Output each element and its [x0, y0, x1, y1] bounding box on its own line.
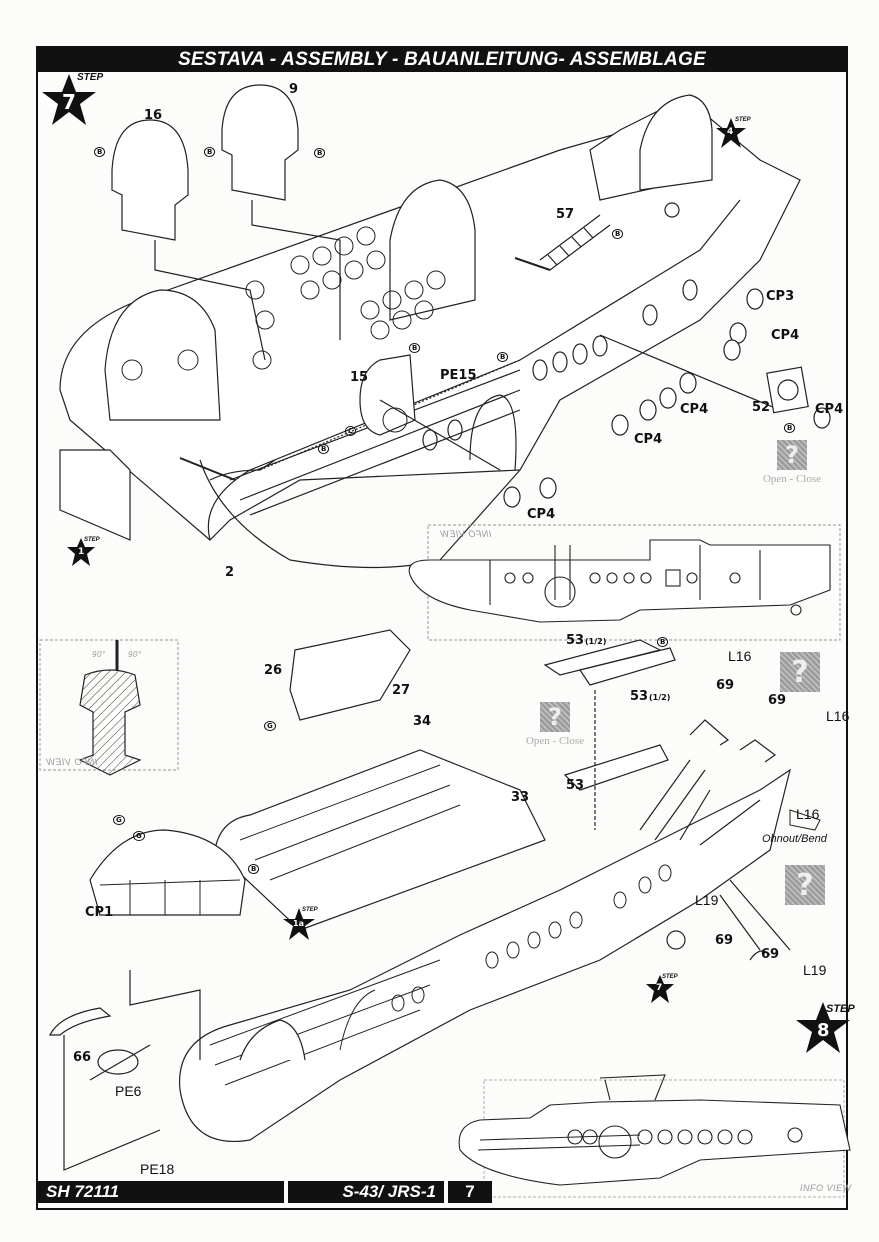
page-footer: SH 72111 S-43/ JRS-1 7: [38, 1181, 492, 1203]
part-label: 52: [752, 400, 771, 415]
part-label: 53: [566, 778, 585, 793]
open-close-toggle[interactable]: ? Open - Close: [525, 702, 585, 747]
part-label: CP4: [815, 402, 844, 417]
angle-label: 90°: [92, 650, 106, 659]
part-label: CP4: [680, 402, 709, 417]
part-label: L16: [826, 708, 850, 724]
part-label: L16: [728, 648, 752, 664]
page-number: 7: [448, 1181, 492, 1203]
part-label: L19: [695, 892, 719, 908]
part-label: 26: [264, 663, 283, 678]
bend-instruction: Ohnout/Bend: [762, 833, 827, 845]
step-7-reference: 7 STEP: [645, 974, 678, 1004]
part-label: 57: [556, 207, 575, 222]
step-1a-reference: 1a STEP: [282, 907, 318, 941]
step-1-reference: 1 STEP: [66, 537, 100, 567]
model-name: S-43/ JRS-1: [288, 1181, 444, 1203]
info-view-fuselage-section: [408, 539, 831, 623]
star-icon: [716, 118, 746, 148]
part-label: PE15: [440, 368, 477, 383]
lower-fuselage-drawing: [49, 629, 821, 1171]
question-icon: ?: [540, 702, 570, 732]
star-icon: [283, 908, 315, 940]
info-view-side-profile: [458, 1074, 851, 1186]
glue-marker-b: B: [612, 229, 624, 239]
star-icon: [42, 74, 96, 125]
question-icon: ?: [785, 865, 825, 905]
part-label: 15: [350, 370, 369, 385]
part-label: L16: [796, 806, 820, 822]
part-label: 9: [289, 82, 299, 97]
part-label: 27: [392, 683, 411, 698]
question-icon: ?: [780, 652, 820, 692]
star-icon: [796, 1002, 850, 1053]
part-label: 33: [511, 790, 530, 805]
info-view-label: INFO VIEW: [440, 529, 492, 539]
glue-marker-g: G: [264, 721, 276, 731]
part-label: 69: [716, 678, 735, 693]
info-view-label: INFO VIEW: [46, 757, 98, 767]
glue-marker-b: B: [314, 148, 326, 158]
glue-marker-b: B: [318, 444, 330, 454]
glue-marker-g: G: [113, 815, 125, 825]
page-title: SESTAVA - ASSEMBLY - BAUANLEITUNG- ASSEM…: [36, 46, 848, 72]
glue-marker-b: B: [497, 352, 509, 362]
part-label: CP1: [85, 905, 114, 920]
info-view-label: INFO VIEW: [800, 1183, 852, 1193]
part-label: L19: [803, 962, 827, 978]
glue-marker-b: B: [657, 637, 669, 647]
part-label-fraction: (1/2): [585, 637, 607, 646]
part-label: 2: [225, 565, 235, 580]
help-toggle[interactable]: ?: [785, 865, 825, 905]
step-7-badge: 7 STEP: [42, 72, 103, 127]
question-icon: ?: [777, 440, 807, 470]
keel-cross-section: [78, 669, 142, 776]
glue-marker-c: C: [345, 426, 357, 436]
glue-marker-b: B: [94, 147, 106, 157]
part-label: PE6: [115, 1083, 142, 1099]
part-label: CP4: [527, 507, 556, 522]
angle-label: 90°: [128, 650, 142, 659]
part-label: 16: [144, 108, 163, 123]
glue-marker-b: B: [784, 423, 796, 433]
star-icon: [67, 538, 95, 566]
part-label: 53: [566, 633, 585, 648]
part-label-fraction: (1/2): [649, 693, 671, 702]
help-toggle[interactable]: ?: [780, 652, 820, 692]
part-label: 69: [761, 947, 780, 962]
glue-marker-b: B: [248, 864, 260, 874]
kit-code: SH 72111: [38, 1181, 284, 1203]
part-label: CP4: [771, 328, 800, 343]
glue-marker-g: G: [133, 831, 145, 841]
step-4-reference: 4 STEP: [715, 117, 751, 149]
cover-discs: [503, 288, 831, 508]
glue-marker-b: B: [204, 147, 216, 157]
star-icon: [646, 975, 674, 1003]
part-label: 53: [630, 689, 649, 704]
open-close-toggle[interactable]: ? Open - Close: [762, 440, 822, 485]
part-label: 34: [413, 714, 432, 729]
upper-fuselage-drawing: [59, 84, 801, 569]
step-8-badge: 8 STEP: [796, 1000, 855, 1055]
glue-marker-b: B: [409, 343, 421, 353]
part-label: CP4: [634, 432, 663, 447]
part-label: PE18: [140, 1161, 175, 1177]
part-label: 69: [768, 693, 787, 708]
part-label: 66: [73, 1050, 92, 1065]
part-label: CP3: [766, 289, 795, 304]
part-label: 69: [715, 933, 734, 948]
